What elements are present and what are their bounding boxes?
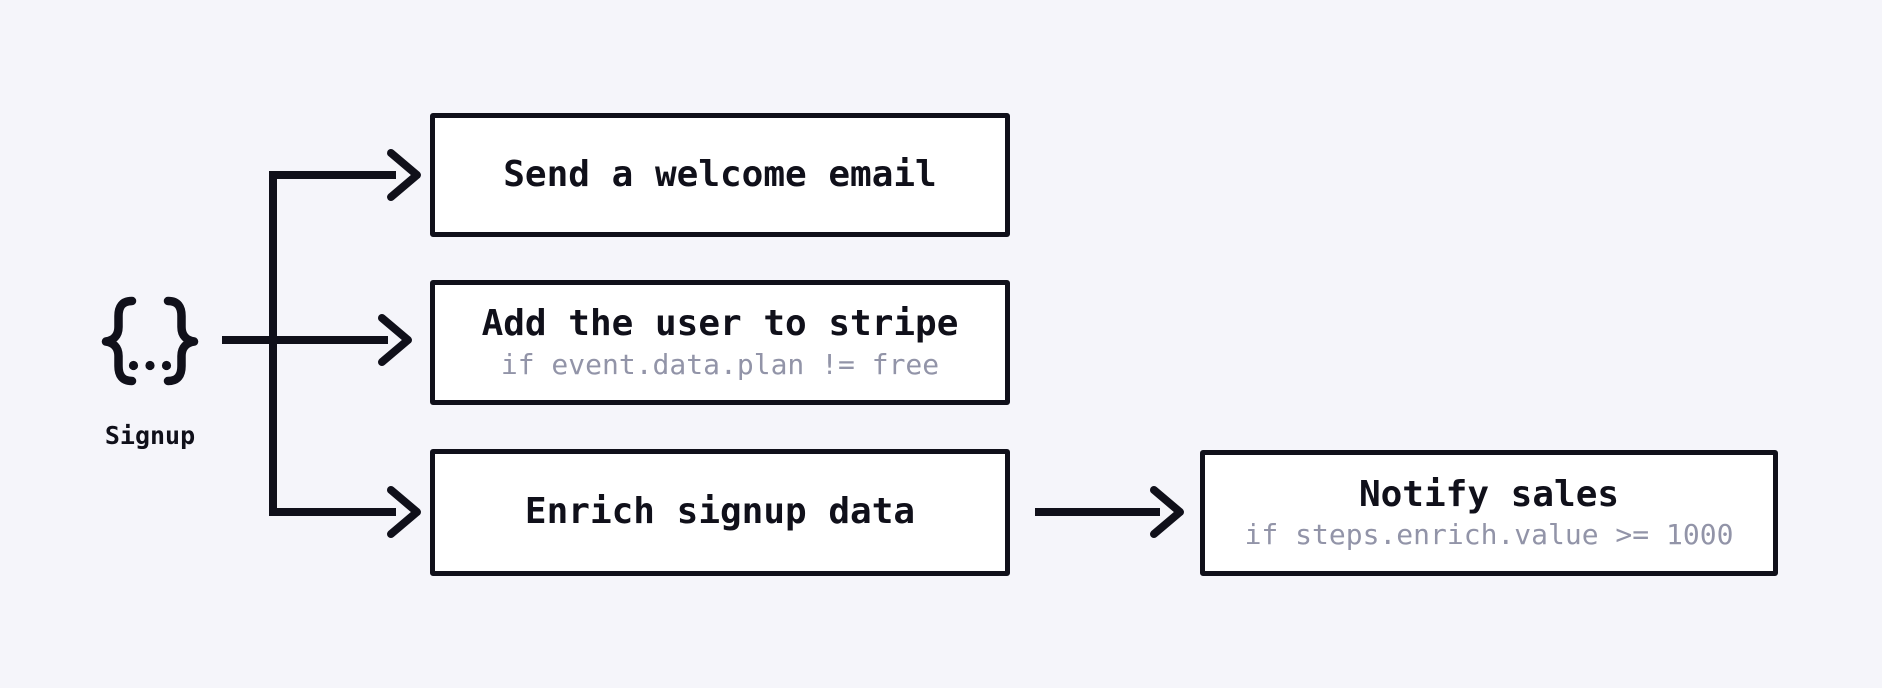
curly-braces-event-icon <box>101 295 199 387</box>
node-add-user-to-stripe: Add the user to stripe if event.data.pla… <box>430 280 1010 405</box>
node-title: Enrich signup data <box>524 491 916 533</box>
node-notify-sales: Notify sales if steps.enrich.value >= 10… <box>1200 450 1778 576</box>
node-condition: if steps.enrich.value >= 1000 <box>1244 518 1734 552</box>
arrowhead-icon-bottom <box>387 486 421 538</box>
trigger-label: Signup <box>104 421 196 450</box>
arrowhead-icon-middle <box>378 314 412 366</box>
arrowhead-icon-top <box>387 149 421 201</box>
node-send-welcome-email: Send a welcome email <box>430 113 1010 237</box>
arrowhead-icon-notify <box>1150 486 1184 538</box>
node-title: Send a welcome email <box>503 153 937 195</box>
node-enrich-signup-data: Enrich signup data <box>430 449 1010 576</box>
node-condition: if event.data.plan != free <box>500 347 940 381</box>
node-title: Add the user to stripe <box>481 303 959 345</box>
node-title: Notify sales <box>1358 473 1620 515</box>
